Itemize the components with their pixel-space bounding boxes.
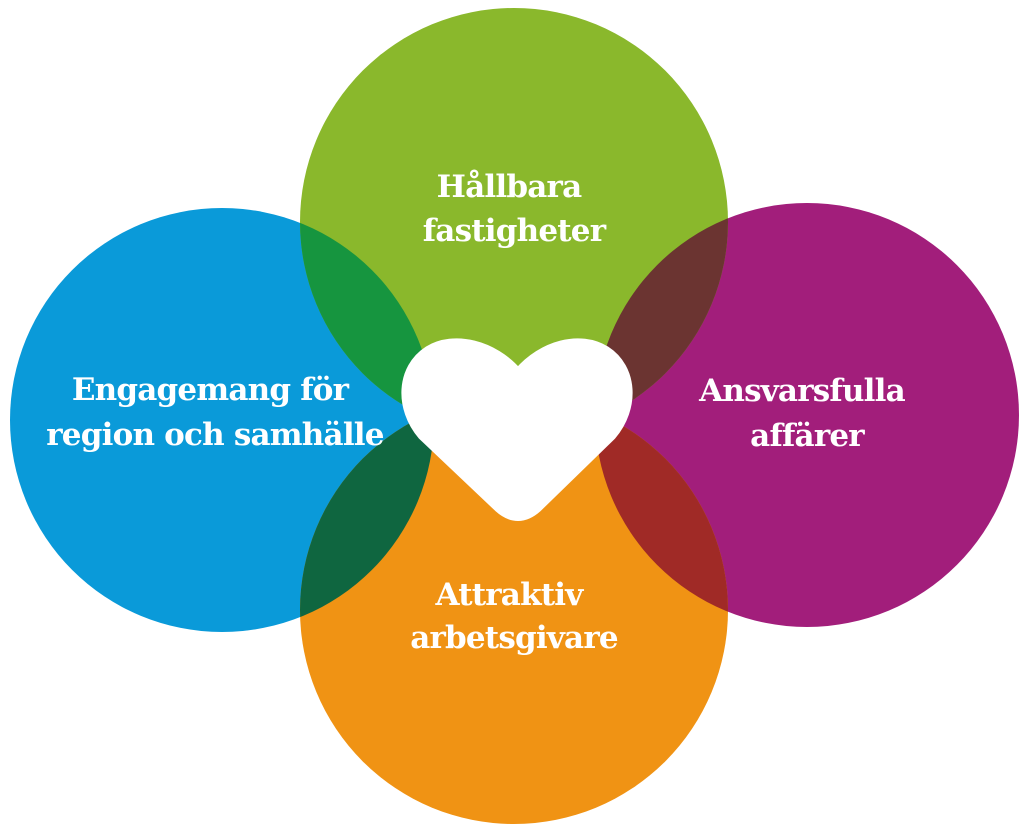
right-circle-label-line2: affärer	[750, 418, 865, 454]
top-circle-label-line2: fastigheter	[423, 213, 607, 249]
top-circle-label-line1: Hållbara	[437, 168, 582, 205]
svg-text:Attraktiv arbetsgivare: Attraktiv arbetsgivare	[410, 577, 618, 656]
svg-text:Hållbara fastigheter: Hållbara fastigheter	[423, 168, 607, 249]
bottom-circle-label-line2: arbetsgivare	[410, 620, 618, 656]
overlap-bottom-right	[595, 396, 728, 627]
svg-text:Ansvarsfulla affärer: Ansvarsfulla affärer	[698, 373, 915, 454]
overlap-top-left	[300, 208, 434, 436]
left-circle-label-line2: region och samhälle	[46, 417, 384, 453]
bottom-circle-label-line1: Attraktiv	[435, 577, 585, 613]
overlap-top-right	[595, 203, 728, 436]
left-circle-label-line1: Engagemang för	[72, 372, 350, 408]
svg-text:Engagemang för region och: Engagemang för region och samhälle	[46, 372, 384, 453]
overlap-bottom-left	[300, 396, 434, 632]
right-circle-label-line1: Ansvarsfulla	[698, 373, 906, 409]
heart-icon	[401, 338, 633, 521]
